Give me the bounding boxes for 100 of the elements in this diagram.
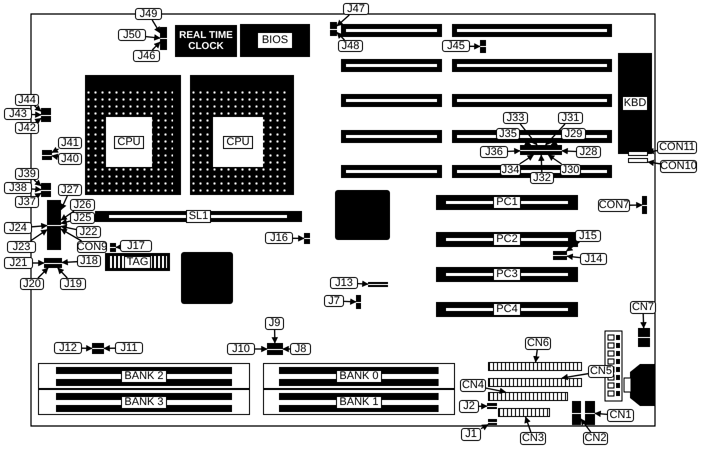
part-label: TAG: [124, 256, 152, 268]
callout-label: J31: [558, 112, 583, 124]
callout-label: J49: [135, 8, 162, 20]
callout-label: J17: [120, 240, 152, 252]
leader-line: [82, 345, 93, 352]
callout-label: J2: [459, 400, 479, 413]
callout-label: J1: [461, 428, 481, 441]
leader-line: [272, 330, 278, 344]
part-label: PC1: [493, 196, 521, 209]
callout-label: J29: [561, 128, 586, 140]
leader-line: [103, 345, 116, 352]
connector-header: [488, 392, 568, 401]
expansion-slot: [436, 267, 578, 282]
jumper-block: [41, 183, 51, 197]
callout-label: J41: [58, 137, 82, 149]
callout-label: J18: [77, 255, 101, 267]
leader-line: [115, 244, 122, 250]
leader-line: [60, 228, 82, 242]
chip: [240, 24, 310, 57]
callout-label: CN7: [630, 301, 656, 314]
leader-line: [358, 280, 369, 288]
leader-line: [61, 258, 78, 266]
callout-label: J8: [290, 343, 311, 355]
expansion-slot: [436, 232, 578, 247]
leader-line: [51, 154, 58, 160]
callout-label: CON11: [657, 141, 697, 154]
leader-line: [630, 202, 643, 208]
part-label: BANK 0: [336, 370, 382, 382]
leader-line: [255, 346, 268, 352]
callout-label: J26: [70, 199, 95, 211]
jumper-block: [44, 258, 62, 268]
leader-line: [34, 104, 42, 112]
cpu-socket: [190, 75, 294, 195]
callout-label: J21: [4, 257, 33, 269]
callout-label: J12: [54, 342, 82, 354]
jumper-block: [368, 282, 388, 287]
callout-label: CN5: [588, 365, 614, 378]
jumper-block: [638, 328, 650, 347]
callout-label: J32: [530, 172, 554, 184]
leader-line: [520, 124, 538, 146]
leader-line: [30, 229, 48, 242]
jumper-block: [330, 22, 337, 36]
callout-label: J22: [76, 226, 101, 238]
memory-bank: [38, 363, 250, 389]
jumper-block: [42, 150, 52, 160]
part-label: KBD: [622, 96, 648, 111]
leader-line: [580, 418, 592, 432]
leader-line: [32, 111, 42, 118]
leader-line: [594, 410, 608, 418]
connector-header: [628, 158, 648, 163]
part-label: BANK 2: [121, 370, 167, 382]
leader-line: [524, 416, 532, 432]
jumper-block: [110, 243, 116, 252]
callout-label: J10: [227, 343, 255, 355]
jumper-block: [160, 27, 167, 50]
jumper-block: [41, 108, 51, 122]
callout-label: J36: [480, 146, 508, 158]
leader-line: [293, 235, 305, 242]
jumper-block: [356, 295, 361, 309]
callout-label: CON10: [660, 160, 697, 173]
part-label: PC2: [493, 233, 521, 246]
part-label: BANK 1: [336, 396, 382, 408]
connector-header: [488, 378, 582, 387]
callout-label: J23: [7, 241, 36, 253]
leader-line: [32, 222, 48, 230]
leader-line: [545, 124, 566, 146]
part-label: BIOS: [258, 33, 292, 48]
callout-label: CON7: [598, 199, 630, 212]
jumper-block: [585, 401, 595, 425]
jumper-block: [520, 145, 562, 155]
callout-label: J9: [265, 317, 284, 330]
connector-header: [488, 362, 582, 371]
jumper-block: [487, 403, 497, 409]
callout-label: J11: [115, 342, 143, 354]
chip: [175, 25, 237, 57]
leader-line: [33, 260, 45, 266]
callout-label: J28: [576, 146, 601, 158]
leader-line: [344, 298, 357, 305]
callout-label: J33: [503, 112, 528, 124]
callout-label: J30: [560, 164, 581, 176]
part-label: CPU: [114, 136, 144, 148]
leader-line: [561, 148, 576, 154]
expansion-slot: [436, 302, 578, 317]
leader-line: [34, 180, 42, 186]
connector-header: [628, 151, 648, 156]
callout-label: J7: [324, 295, 344, 307]
tag-socket: [105, 253, 170, 271]
callout-label: J24: [4, 222, 32, 234]
callout-label: J15: [575, 230, 601, 242]
memory-bank: [38, 389, 250, 415]
jumper-block: [553, 251, 567, 260]
part-label: PC4: [493, 303, 521, 316]
callout-label: J50: [118, 29, 146, 41]
callout-label: J35: [496, 128, 520, 140]
part-label: SL1: [186, 210, 212, 223]
expansion-slot: [95, 211, 302, 222]
leader-line: [647, 160, 660, 166]
leader-line: [60, 224, 76, 231]
leader-line: [60, 210, 74, 221]
leader-line: [60, 218, 70, 226]
